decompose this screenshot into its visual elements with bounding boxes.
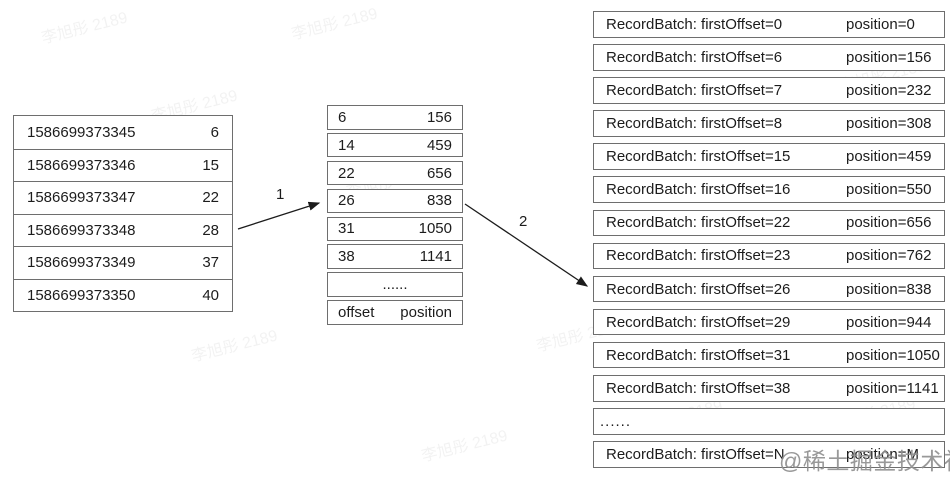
recordbatch-cell: RecordBatch: firstOffset=31 xyxy=(606,346,791,364)
table-row: RecordBatch: firstOffset=23 position=762 xyxy=(593,242,945,270)
position-cell: position=1050 xyxy=(846,346,940,364)
recordbatch-cell: RecordBatch: firstOffset=38 xyxy=(606,379,791,397)
position-cell: position=762 xyxy=(846,247,932,265)
recordbatch-cell: RecordBatch: firstOffset=N xyxy=(606,445,785,463)
table-row: RecordBatch: firstOffset=26 position=838 xyxy=(593,275,945,303)
recordbatch-cell: RecordBatch: firstOffset=26 xyxy=(606,280,791,298)
timestamp-cell: 1586699373346 xyxy=(27,156,136,174)
position-cell: position=838 xyxy=(846,280,932,298)
recordbatch-cell: RecordBatch: firstOffset=16 xyxy=(606,181,791,199)
timestamp-cell: 1586699373345 xyxy=(27,123,136,141)
offset-cell: 22 xyxy=(338,164,355,182)
position-cell: position=M xyxy=(846,445,919,463)
table-row: RecordBatch: firstOffset=31 position=105… xyxy=(593,341,945,369)
position-cell: position=656 xyxy=(846,214,932,232)
table-row: 22 656 xyxy=(327,160,463,186)
ellipsis-row: ...... xyxy=(327,272,463,297)
position-header: position xyxy=(400,303,452,321)
arrow-1-label: 1 xyxy=(276,186,285,203)
table-row: RecordBatch: firstOffset=22 position=656 xyxy=(593,209,945,237)
offset-cell: 14 xyxy=(338,136,355,154)
offset-cell: 6 xyxy=(338,108,347,126)
table-row: 38 1141 xyxy=(327,244,463,269)
position-cell: 156 xyxy=(426,108,452,126)
table-row: 1586699373345 6 xyxy=(14,116,232,149)
user-watermark: 李旭彤 2189 xyxy=(39,9,130,48)
user-watermark: 李旭彤 2189 xyxy=(289,5,380,44)
table-row: 14 459 xyxy=(327,132,463,158)
ellipsis-text: ...... xyxy=(600,412,632,430)
timestamp-cell: 1586699373350 xyxy=(27,286,136,304)
offset-cell: 40 xyxy=(202,286,219,304)
ellipsis-row: ...... xyxy=(593,408,945,435)
position-cell: position=232 xyxy=(846,81,932,99)
table-row: RecordBatch: firstOffset=6 position=156 xyxy=(593,44,945,71)
offset-cell: 6 xyxy=(210,123,219,141)
table-row: 1586699373350 40 xyxy=(14,278,232,312)
user-watermark: 李旭彤 2189 xyxy=(419,427,510,466)
table-row: 6 156 xyxy=(327,105,463,130)
recordbatch-cell: RecordBatch: firstOffset=22 xyxy=(606,214,791,232)
offset-index-table: 6 156 14 459 22 656 26 838 31 1050 38 11… xyxy=(327,105,463,325)
offset-cell: 22 xyxy=(202,189,219,207)
table-row: 1586699373347 22 xyxy=(14,181,232,214)
offset-cell: 28 xyxy=(202,221,219,239)
table-row: RecordBatch: firstOffset=38 position=114… xyxy=(593,375,945,402)
header-row: offset position xyxy=(327,300,463,325)
recordbatch-cell: RecordBatch: firstOffset=0 xyxy=(606,15,783,33)
position-cell: 459 xyxy=(426,136,452,154)
table-row: 26 838 xyxy=(327,188,463,214)
offset-cell: 37 xyxy=(202,254,219,272)
recordbatch-cell: RecordBatch: firstOffset=7 xyxy=(606,81,783,99)
position-cell: 1141 xyxy=(419,248,452,266)
offset-cell: 15 xyxy=(202,156,219,174)
offset-cell: 26 xyxy=(338,192,355,210)
timestamp-cell: 1586699373349 xyxy=(27,254,136,272)
timestamp-cell: 1586699373348 xyxy=(27,221,136,239)
offset-header: offset xyxy=(338,303,375,321)
timestamp-cell: 1586699373347 xyxy=(27,189,136,207)
timestamp-index-table: 1586699373345 6 1586699373346 15 1586699… xyxy=(13,115,233,312)
ellipsis-text: ...... xyxy=(382,276,408,294)
arrow-1 xyxy=(237,201,321,230)
table-row: RecordBatch: firstOffset=7 position=232 xyxy=(593,77,945,104)
recordbatch-cell: RecordBatch: firstOffset=6 xyxy=(606,48,783,66)
position-cell: 1050 xyxy=(418,220,452,238)
table-row: 1586699373348 28 xyxy=(14,213,232,247)
table-row: 1586699373349 37 xyxy=(14,246,232,279)
table-row: RecordBatch: firstOffset=N position=M xyxy=(593,441,945,468)
table-row: RecordBatch: firstOffset=0 position=0 xyxy=(593,11,945,38)
table-row: 31 1050 xyxy=(327,216,463,242)
recordbatch-cell: RecordBatch: firstOffset=29 xyxy=(606,313,791,331)
recordbatch-cell: RecordBatch: firstOffset=15 xyxy=(606,148,791,166)
recordbatch-cell: RecordBatch: firstOffset=8 xyxy=(606,115,783,133)
user-watermark: 李旭彤 2189 xyxy=(189,327,280,366)
position-cell: position=156 xyxy=(846,48,932,66)
position-cell: 656 xyxy=(426,164,452,182)
position-cell: position=1141 xyxy=(846,379,939,397)
table-row: RecordBatch: firstOffset=15 position=459 xyxy=(593,143,945,170)
position-cell: position=459 xyxy=(846,148,932,166)
position-cell: position=308 xyxy=(846,115,932,133)
arrow-2-label: 2 xyxy=(519,213,528,230)
recordbatch-cell: RecordBatch: firstOffset=23 xyxy=(606,247,791,265)
table-row: RecordBatch: firstOffset=16 position=550 xyxy=(593,176,945,203)
offset-cell: 38 xyxy=(338,248,355,266)
table-row: 1586699373346 15 xyxy=(14,148,232,182)
table-row: RecordBatch: firstOffset=29 position=944 xyxy=(593,308,945,336)
offset-cell: 31 xyxy=(338,220,355,238)
position-cell: 838 xyxy=(426,192,452,210)
log-segment-table: RecordBatch: firstOffset=0 position=0 Re… xyxy=(593,11,945,468)
table-row: RecordBatch: firstOffset=8 position=308 xyxy=(593,110,945,137)
position-cell: position=0 xyxy=(846,15,915,33)
position-cell: position=550 xyxy=(846,181,932,199)
position-cell: position=944 xyxy=(846,313,932,331)
